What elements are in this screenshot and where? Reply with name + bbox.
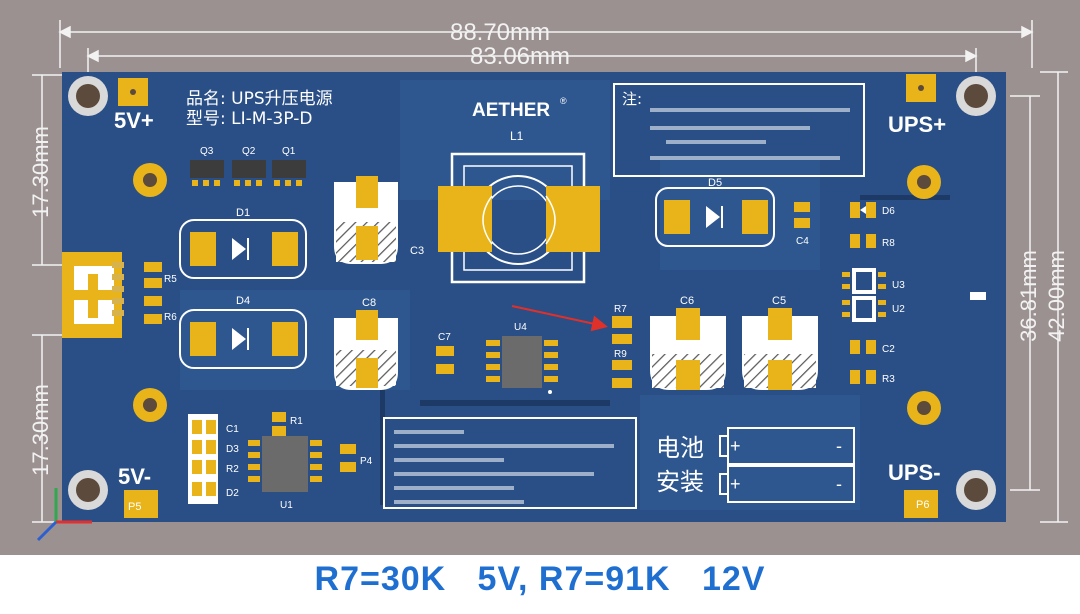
ic-u3 xyxy=(842,268,886,294)
transistors xyxy=(190,160,306,186)
terminal-pads xyxy=(118,74,938,518)
label-p4: P4 xyxy=(360,456,373,467)
product-label: 品名: UPS升压电源 xyxy=(186,89,333,109)
spec-box xyxy=(383,417,637,509)
capacitor-c3: + xyxy=(334,176,398,264)
inductor-l1 xyxy=(438,152,600,284)
ic-u1 xyxy=(248,436,322,492)
c3-plus: + xyxy=(340,183,347,197)
note-box xyxy=(613,83,865,177)
model-label: 型号: LI-M-3P-D xyxy=(186,109,312,129)
label-c6: C6 xyxy=(680,295,694,307)
right-column-parts xyxy=(850,202,876,384)
spec-text-lines xyxy=(394,430,614,504)
terminal-5v-plus: 5V+ xyxy=(114,108,154,133)
label-d5: D5 xyxy=(708,177,722,189)
capacitor-c5: + xyxy=(742,308,818,390)
mounting-holes xyxy=(68,76,996,510)
label-c1: C1 xyxy=(226,424,239,435)
label-u3: U3 xyxy=(892,280,905,291)
capacitor-c4 xyxy=(794,202,810,228)
label-c8: C8 xyxy=(362,297,376,309)
diode-d4 xyxy=(179,309,307,369)
hole-width-label: 83.06mm xyxy=(470,43,570,70)
hole-height-label: 36.81mm xyxy=(1016,250,1041,342)
label-q1: Q1 xyxy=(282,146,296,157)
label-c2: C2 xyxy=(882,344,895,355)
bottom-height-label: 17.30mm xyxy=(28,384,53,476)
label-r6: R6 xyxy=(164,312,177,323)
resistor-r7-r9 xyxy=(612,316,632,388)
brand-logo: AETHER xyxy=(472,100,550,121)
note-text-lines xyxy=(650,108,850,160)
caption-text: R7=30K 5V, R7=91K 12V xyxy=(314,560,766,598)
capacitor-c7 xyxy=(436,346,454,374)
small-marker xyxy=(970,292,986,300)
via-dots xyxy=(380,195,950,505)
capacitor-c6: + xyxy=(650,308,726,390)
terminal-ups-plus: UPS+ xyxy=(888,112,946,137)
overall-height-label: 42.00mm xyxy=(1044,250,1069,342)
label-c5: C5 xyxy=(772,295,786,307)
label-p5: P5 xyxy=(128,501,141,513)
label-u1: U1 xyxy=(280,500,293,511)
note-title: 注: xyxy=(622,90,642,108)
label-d3: D3 xyxy=(226,444,239,455)
label-r5: R5 xyxy=(164,274,177,285)
annotation-arrow xyxy=(511,305,608,332)
terminal-5v-minus: 5V- xyxy=(118,464,151,489)
label-r3: R3 xyxy=(882,374,895,385)
battery-label-line2: 安装 xyxy=(656,468,704,496)
battery2-minus: - xyxy=(836,474,842,494)
label-r7: R7 xyxy=(614,304,627,315)
label-r2: R2 xyxy=(226,464,239,475)
label-p6: P6 xyxy=(916,499,929,511)
label-r9: R9 xyxy=(614,349,627,360)
label-r1: R1 xyxy=(290,416,303,427)
label-c7: C7 xyxy=(438,332,451,343)
battery1-minus: - xyxy=(836,436,842,456)
label-c3: C3 xyxy=(410,245,424,257)
diode-d1 xyxy=(179,219,307,279)
c5-plus: + xyxy=(748,319,755,333)
c6-plus: + xyxy=(656,319,663,333)
label-r8: R8 xyxy=(882,238,895,249)
ic-u4 xyxy=(486,336,558,394)
battery-label-line1: 电池 xyxy=(656,434,704,462)
ic-u2 xyxy=(842,296,886,322)
label-d2: D2 xyxy=(226,488,239,499)
c8-plus: + xyxy=(340,319,347,333)
capacitor-c8: + xyxy=(334,310,398,390)
label-q2: Q2 xyxy=(242,146,256,157)
label-u4: U4 xyxy=(514,322,527,333)
label-d1: D1 xyxy=(236,207,250,219)
bottom-left-parts xyxy=(188,412,356,504)
battery-holders xyxy=(719,427,855,503)
label-q3: Q3 xyxy=(200,146,214,157)
axis-indicator-icon xyxy=(36,488,92,542)
top-height-label: 17.30mm xyxy=(28,126,53,218)
terminal-ups-minus: UPS- xyxy=(888,460,941,485)
diode-d5 xyxy=(655,187,775,247)
brand-registered-mark: ® xyxy=(560,96,567,106)
label-d6: D6 xyxy=(882,206,895,217)
input-connector xyxy=(62,252,124,338)
label-c4: C4 xyxy=(796,236,809,247)
battery2-plus: + xyxy=(730,474,741,494)
label-d4: D4 xyxy=(236,295,250,307)
resistor-array-left xyxy=(144,262,162,324)
round-pads xyxy=(133,163,941,425)
label-u2: U2 xyxy=(892,304,905,315)
battery1-plus: + xyxy=(730,436,741,456)
label-l1: L1 xyxy=(510,129,524,143)
overall-width-label: 88.70mm xyxy=(450,19,550,46)
